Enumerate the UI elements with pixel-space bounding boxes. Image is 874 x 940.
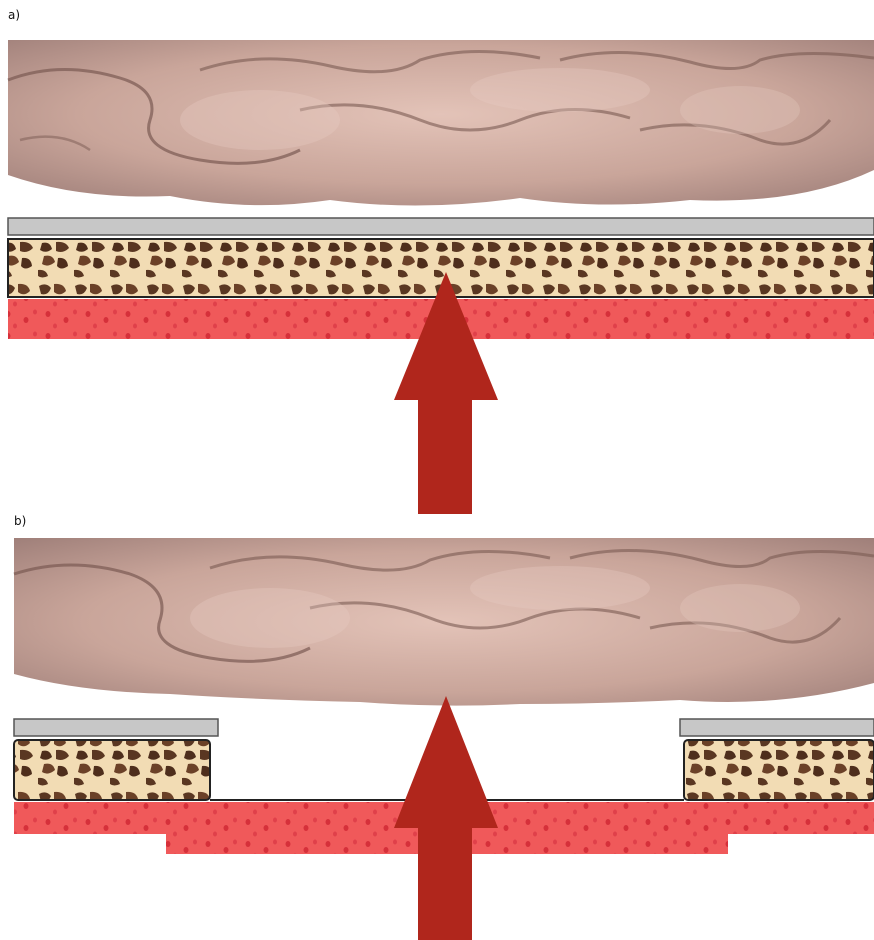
panel-b-illustration [0,508,874,940]
fixation-plate-left [14,719,218,736]
fixation-plate-right [680,719,874,736]
pressure-arrow [394,696,498,940]
brain-illustration [14,538,874,706]
skull-bone-right [684,740,874,800]
panel-a-illustration [0,0,874,520]
brain-illustration [8,40,874,206]
panel-a: a) [0,0,874,520]
skull-bone-left [14,740,210,800]
panel-b: b) [0,508,874,940]
fixation-plate [8,218,874,235]
